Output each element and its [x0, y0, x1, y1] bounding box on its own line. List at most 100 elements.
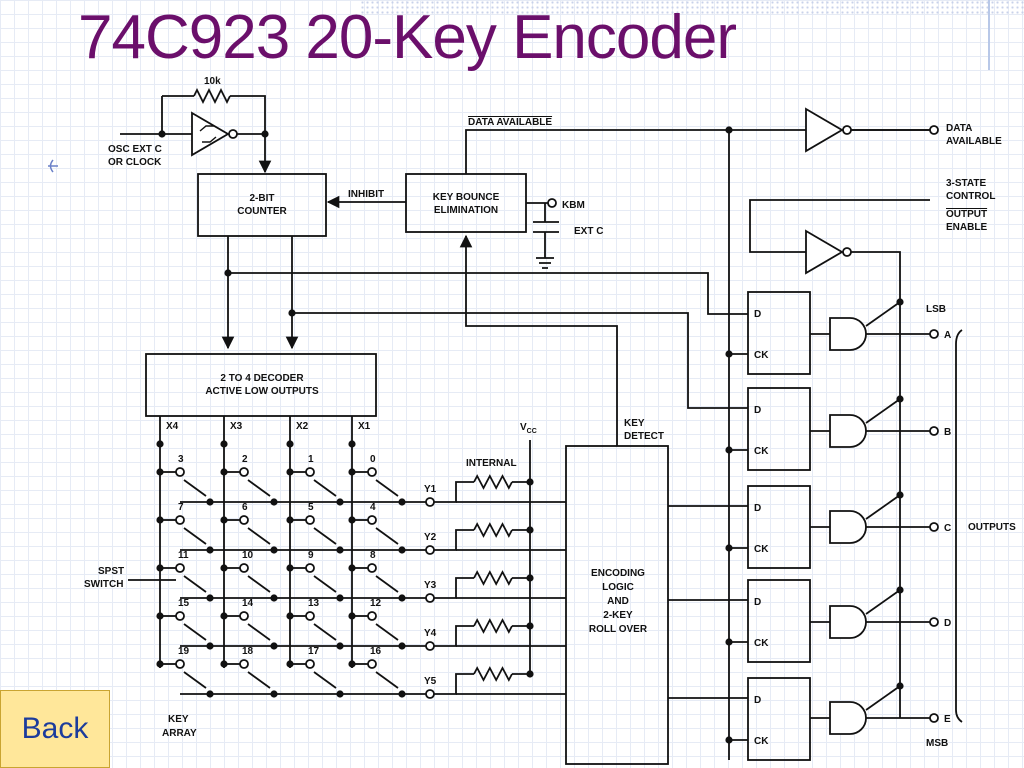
inverter-bubble — [228, 129, 238, 139]
inhibit-label: INHIBIT — [348, 189, 384, 200]
junction-dot — [270, 642, 278, 650]
junction-dot — [286, 660, 294, 668]
key-switch — [375, 575, 399, 593]
key-contact — [239, 563, 249, 573]
spst-label-2: SWITCH — [84, 579, 123, 590]
junction-dot — [224, 269, 232, 277]
wire — [865, 494, 901, 520]
key-contact — [239, 467, 249, 477]
wire — [434, 481, 474, 503]
flip-flop-d-label: D — [754, 405, 761, 416]
key-number: 9 — [308, 550, 314, 561]
encoding-label: ENCODING — [591, 568, 645, 579]
junction-dot — [288, 309, 296, 317]
wire — [865, 301, 901, 327]
key-contact — [239, 611, 249, 621]
counter-label: 2-BIT — [250, 193, 275, 204]
outputs-label: OUTPUTS — [968, 522, 1016, 533]
junction-dot — [725, 446, 733, 454]
wire — [749, 199, 930, 253]
and-gate — [829, 701, 867, 735]
inverter-bubble — [842, 125, 852, 135]
key-switch — [247, 623, 271, 641]
junction-dot — [220, 612, 228, 620]
junction-dot — [286, 612, 294, 620]
key-number: 11 — [178, 550, 189, 561]
and-gate — [829, 510, 867, 544]
decoder-label-2: ACTIVE LOW OUTPUTS — [205, 386, 319, 397]
resistor-10k — [193, 87, 231, 105]
key-contact — [305, 659, 315, 669]
junction-dot — [398, 642, 406, 650]
junction-dot — [270, 690, 278, 698]
back-button[interactable]: Back — [0, 690, 110, 768]
key-switch — [313, 575, 337, 593]
wire — [851, 251, 901, 718]
two-bit-counter-box — [197, 173, 327, 237]
wire — [292, 312, 748, 409]
row-terminal — [425, 497, 435, 507]
wire — [434, 577, 474, 599]
junction-dot — [336, 594, 344, 602]
flip-flop-d-label: D — [754, 309, 761, 320]
key-contact — [367, 659, 377, 669]
decorative-line — [988, 0, 990, 70]
ext-c-label: EXT C — [574, 226, 603, 237]
key-number: 18 — [242, 646, 254, 657]
row-terminal — [425, 641, 435, 651]
osc-label-2: OR CLOCK — [108, 157, 162, 168]
column-label: X2 — [296, 421, 309, 432]
flip-flop-box — [747, 291, 811, 375]
junction-dot — [220, 468, 228, 476]
output-pin-label: A — [944, 330, 951, 341]
data-available-terminal — [929, 125, 939, 135]
key-number: 3 — [178, 454, 184, 465]
pullup-resistor — [473, 618, 513, 634]
output-terminal — [929, 329, 939, 339]
kbm-terminal — [547, 198, 557, 208]
wire — [434, 673, 474, 695]
junction-dot — [286, 564, 294, 572]
junction-dot — [261, 130, 269, 138]
and-gate — [829, 605, 867, 639]
junction-dot — [725, 350, 733, 358]
data-available-line-label: DATA AVAILABLE — [468, 117, 552, 128]
key-contact — [175, 659, 185, 669]
row-label: Y5 — [424, 676, 437, 687]
key-contact — [305, 515, 315, 525]
junction-dot — [270, 594, 278, 602]
key-switch — [313, 623, 337, 641]
wire — [865, 685, 901, 711]
key-switch — [375, 623, 399, 641]
flip-flop-ck-label: CK — [754, 446, 769, 457]
junction-dot — [526, 478, 534, 486]
flip-flop-ck-label: CK — [754, 638, 769, 649]
hysteresis-icon — [199, 125, 217, 143]
key-contact — [305, 611, 315, 621]
junction-dot — [896, 491, 904, 499]
out-data-available-label-2: AVAILABLE — [946, 136, 1002, 147]
flip-flop-box — [747, 677, 811, 761]
junction-dot — [270, 498, 278, 506]
data-available-buffer — [805, 107, 844, 153]
row-label: Y4 — [424, 628, 437, 639]
junction-dot — [156, 468, 164, 476]
key-switch — [375, 671, 399, 689]
junction-dot — [348, 468, 356, 476]
junction-dot — [398, 498, 406, 506]
row-terminal — [425, 545, 435, 555]
key-number: 8 — [370, 550, 376, 561]
row-terminal — [425, 593, 435, 603]
flip-flop-ck-label: CK — [754, 350, 769, 361]
key-switch — [247, 527, 271, 545]
key-number: 0 — [370, 454, 376, 465]
wire — [228, 272, 748, 315]
output-terminal — [929, 426, 939, 436]
osc-label: OSC EXT C — [108, 144, 162, 155]
junction-dot — [348, 564, 356, 572]
wire — [434, 625, 474, 647]
output-terminal — [929, 522, 939, 532]
junction-dot — [206, 498, 214, 506]
key-switch — [183, 671, 207, 689]
